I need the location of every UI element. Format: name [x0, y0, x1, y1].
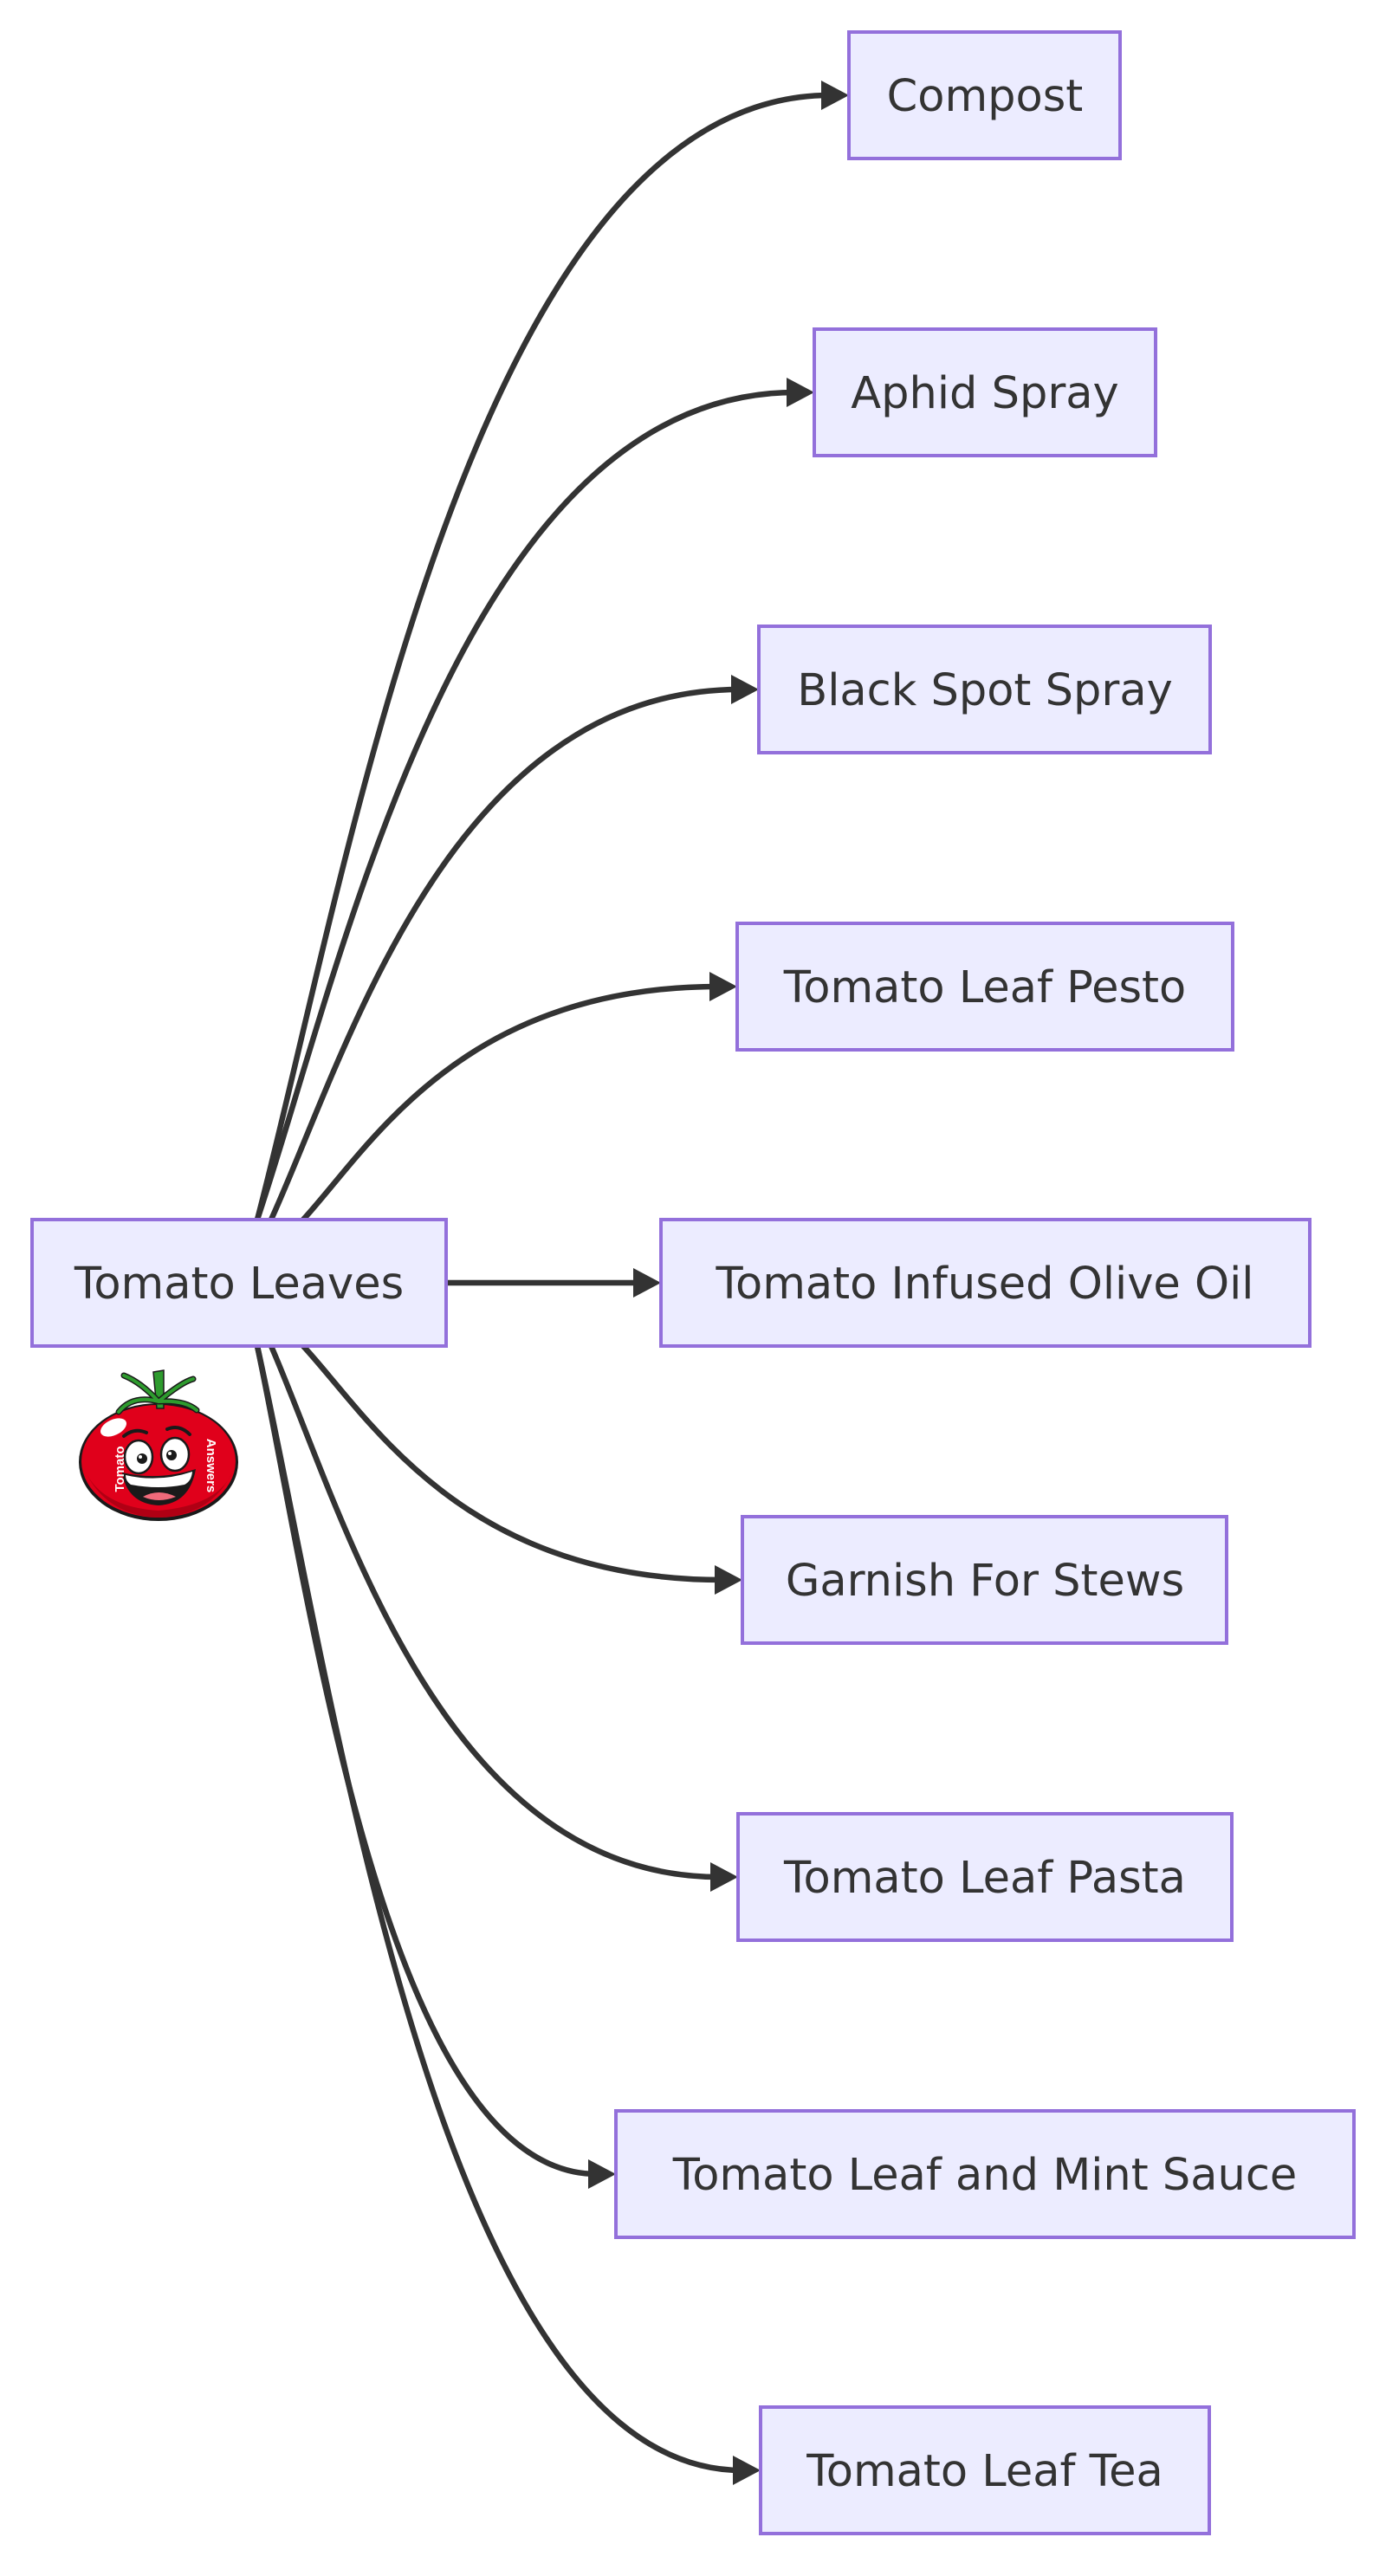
logo-text-left: Tomato: [113, 1446, 127, 1492]
node-label: Black Spot Spray: [797, 665, 1173, 716]
edge-compost: [254, 92, 831, 1220]
node-label: Garnish For Stews: [786, 1556, 1184, 1607]
node-box: [30, 1218, 448, 1348]
node-box: [735, 922, 1234, 1052]
node-tomato-leaf-pesto[interactable]: Tomato Leaf Pesto: [735, 922, 1234, 1052]
arrowhead-icon: [588, 2159, 616, 2189]
arrowhead-icon: [821, 81, 849, 110]
tomato-mascot-icon: Tomato Answers: [79, 1369, 238, 1521]
node-label: Compost: [887, 71, 1084, 122]
edge-garnish-for-stews: [301, 1343, 724, 1583]
arrowhead-icon: [731, 675, 759, 704]
edge-tomato-leaf-pesto: [301, 983, 719, 1222]
edges-layer: [254, 81, 849, 2485]
edge-aphid-spray: [254, 389, 796, 1221]
node-box: [757, 625, 1212, 754]
node-label: Tomato Leaf Tea: [806, 2446, 1163, 2497]
arrowhead-icon: [733, 2456, 761, 2485]
node-tomato-infused-olive-oil[interactable]: Tomato Infused Olive Oil: [659, 1218, 1312, 1348]
node-box: [847, 30, 1122, 160]
node-tomato-leaf-pasta[interactable]: Tomato Leaf Pasta: [736, 1812, 1234, 1942]
node-tomato-leaves[interactable]: Tomato Leaves: [30, 1218, 448, 1348]
node-label: Tomato Leaf Pasta: [783, 1853, 1186, 1904]
arrowhead-icon: [787, 378, 814, 407]
stem-icon: [115, 1369, 200, 1415]
arrowhead-icon: [710, 1862, 738, 1892]
node-label: Tomato Infused Olive Oil: [716, 1259, 1254, 1310]
node-box: [759, 2405, 1211, 2535]
node-tomato-leaf-tea[interactable]: Tomato Leaf Tea: [759, 2405, 1211, 2535]
arrowhead-icon: [633, 1268, 661, 1298]
node-box: [659, 1218, 1312, 1348]
node-aphid-spray[interactable]: Aphid Spray: [813, 327, 1157, 457]
edge-tomato-leaf-pasta: [269, 1344, 720, 1880]
edge-black-spot-spray: [269, 686, 741, 1221]
edge-tomato-leaf-tea: [254, 1345, 742, 2474]
node-label: Tomato Leaf and Mint Sauce: [672, 2150, 1298, 2201]
arrowhead-icon: [709, 972, 737, 1001]
node-tomato-leaf-and-mint-sauce[interactable]: Tomato Leaf and Mint Sauce: [614, 2109, 1356, 2239]
node-label: Tomato Leaves: [74, 1259, 404, 1310]
node-box: [741, 1515, 1228, 1645]
node-label: Aphid Spray: [851, 368, 1119, 419]
node-box: [614, 2109, 1356, 2239]
logo-text-right: Answers: [204, 1439, 218, 1493]
node-box: [813, 327, 1157, 457]
target-nodes: Compost Aphid Spray Black Spot Spray Tom…: [614, 30, 1356, 2535]
node-compost[interactable]: Compost: [847, 30, 1122, 160]
node-box: [736, 1812, 1234, 1942]
node-label: Tomato Leaf Pesto: [783, 962, 1186, 1013]
node-garnish-for-stews[interactable]: Garnish For Stews: [741, 1515, 1228, 1645]
arrowhead-icon: [715, 1565, 742, 1595]
node-black-spot-spray[interactable]: Black Spot Spray: [757, 625, 1212, 754]
face-icon: [122, 1426, 196, 1505]
